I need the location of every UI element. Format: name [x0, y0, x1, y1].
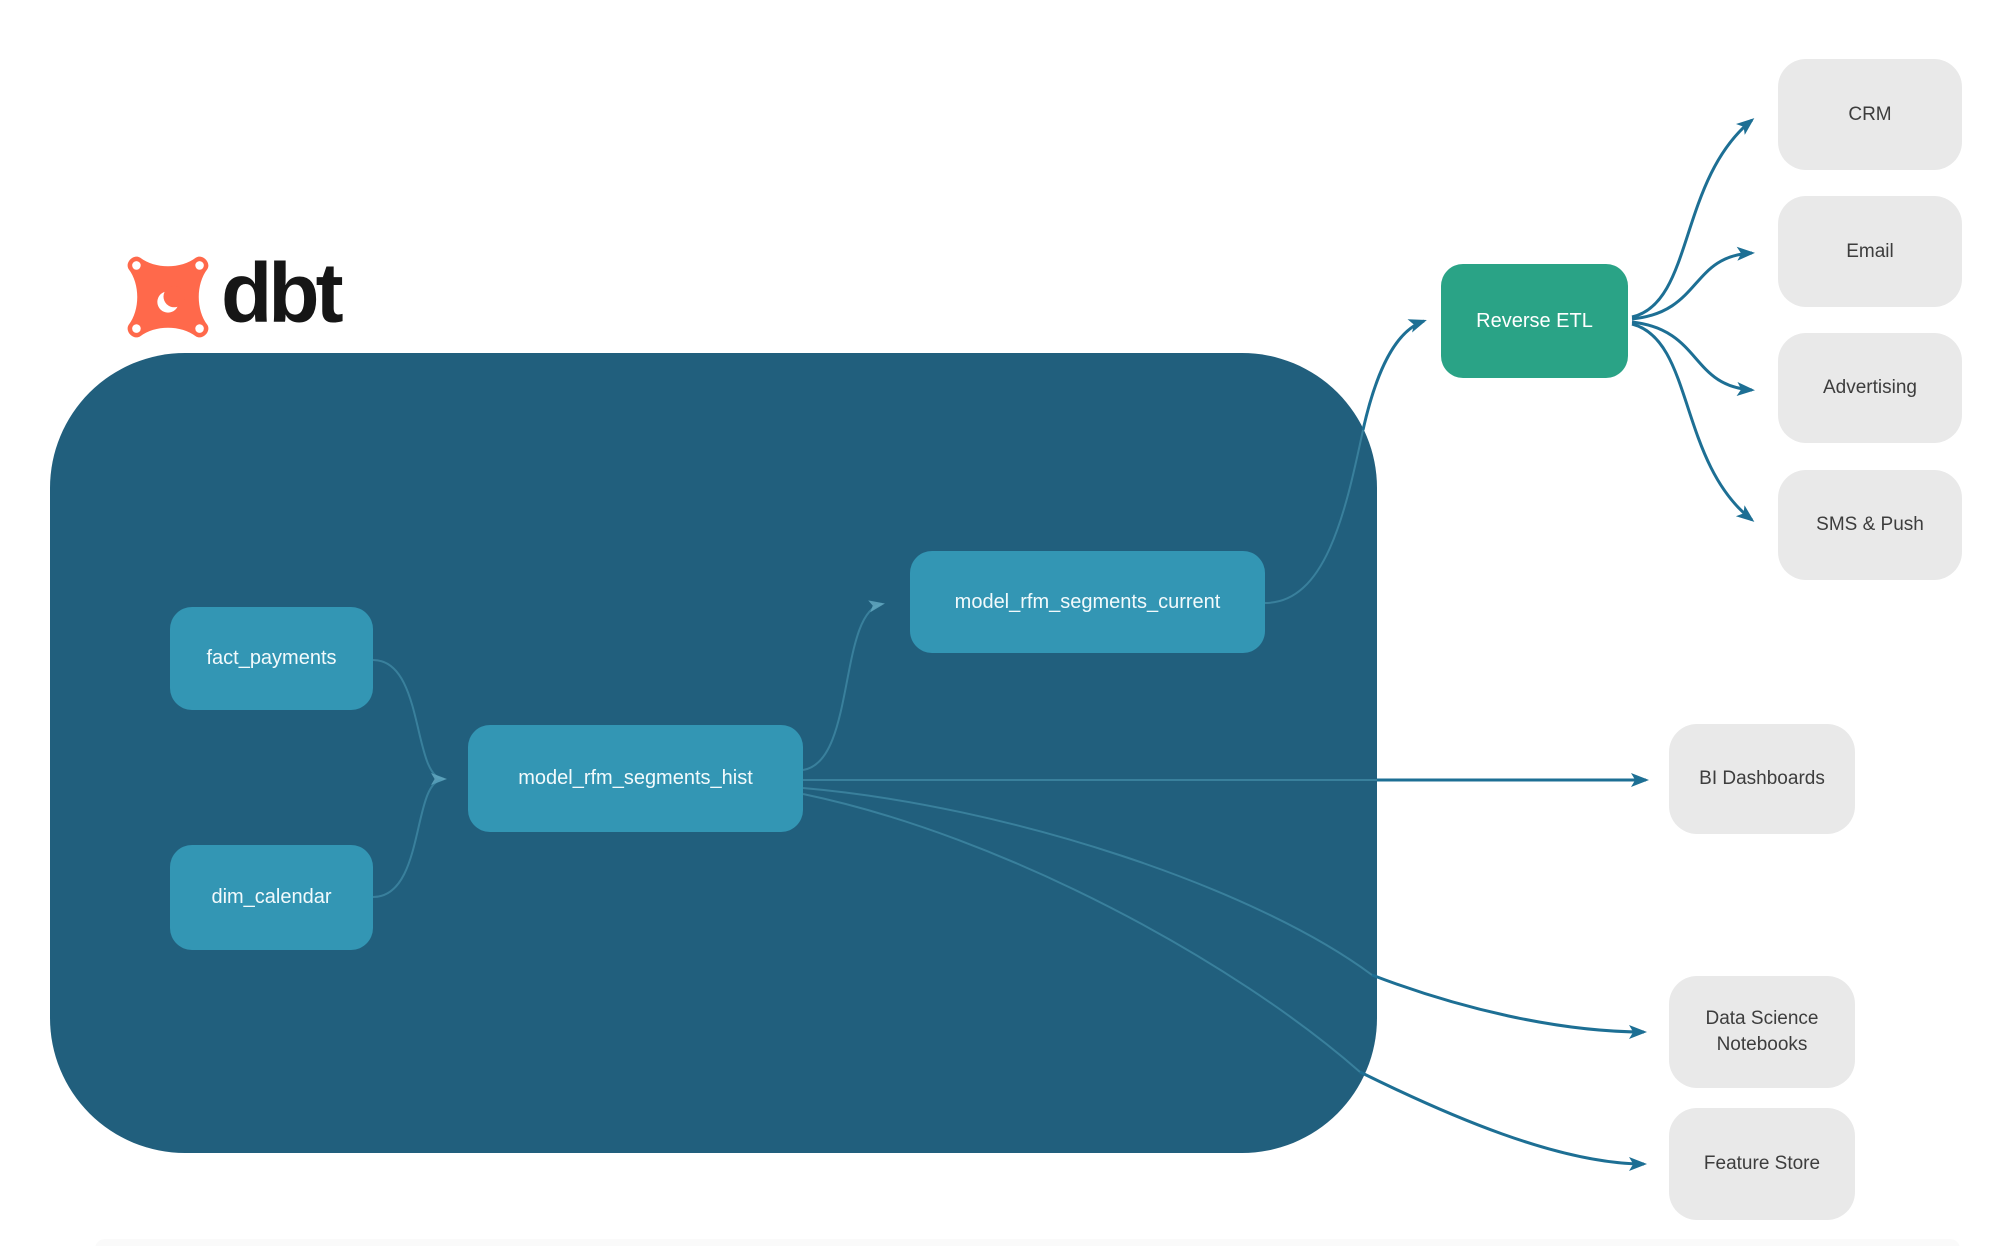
node-fact-payments: fact_payments	[170, 607, 373, 710]
node-feature-store: Feature Store	[1669, 1108, 1855, 1220]
node-model-rfm-segments-hist: model_rfm_segments_hist	[468, 725, 803, 832]
edge-hist-to-notebooks	[1371, 973, 1647, 1039]
node-crm: CRM	[1778, 59, 1962, 170]
node-model-rfm-segments-current-label: model_rfm_segments_current	[954, 590, 1221, 613]
node-crm-label: CRM	[1848, 103, 1892, 125]
node-feature-store-label: Feature Store	[1703, 1153, 1821, 1175]
node-advertising-label: Advertising	[1823, 377, 1917, 399]
edge-reverse-etl-to-crm	[1631, 118, 1755, 319]
node-model-rfm-segments-hist-label: model_rfm_segments_hist	[518, 767, 753, 789]
node-sms-push-label: SMS & Push	[1816, 514, 1924, 536]
node-data-science-notebooks-label: Data Science Notebooks	[1705, 1008, 1819, 1055]
node-email: Email	[1778, 196, 1962, 307]
node-dim-calendar-label: dim_calendar	[211, 886, 332, 908]
node-email-label: Email	[1846, 240, 1894, 262]
edge-reverse-etl-to-sms-push	[1631, 322, 1755, 522]
edge-current-to-reverse-etl	[1361, 319, 1427, 431]
node-bi-dashboards-label: BI Dashboards	[1699, 768, 1825, 790]
node-data-science-notebooks: Data Science Notebooks	[1669, 976, 1855, 1088]
node-model-rfm-segments-current: model_rfm_segments_current	[910, 551, 1265, 653]
dbt-logo-icon	[127, 256, 209, 338]
edge-reverse-etl-to-advertising	[1631, 320, 1755, 397]
dbt-wordmark: dbt	[221, 246, 344, 340]
node-advertising: Advertising	[1778, 333, 1962, 443]
bottom-panel-edge	[95, 1239, 1960, 1246]
node-dim-calendar: dim_calendar	[170, 845, 373, 950]
node-fact-payments-label: fact_payments	[206, 647, 337, 669]
node-reverse-etl-label: Reverse ETL	[1476, 309, 1593, 332]
edge-hist-to-feature-store	[1359, 1070, 1647, 1171]
node-sms-push: SMS & Push	[1778, 470, 1962, 580]
edge-reverse-etl-to-email	[1631, 246, 1755, 321]
node-bi-dashboards: BI Dashboards	[1669, 724, 1855, 834]
node-reverse-etl: Reverse ETL	[1441, 264, 1628, 378]
dbt-logo: dbt	[125, 251, 344, 338]
